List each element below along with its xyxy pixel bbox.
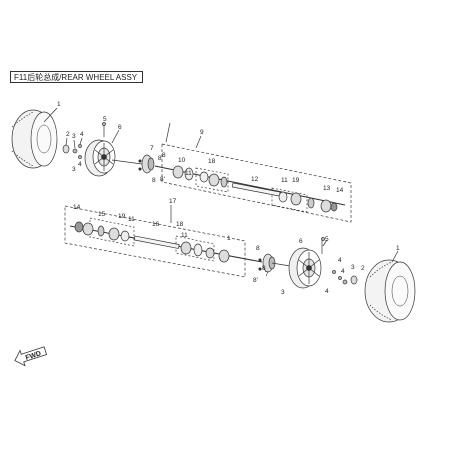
svg-text:10: 10 [178,157,186,164]
group-box-9 [161,143,352,223]
left-hub-nut-parts [62,144,82,159]
svg-text:16: 16 [152,221,160,228]
svg-text:3: 3 [351,264,355,271]
svg-text:4: 4 [80,131,84,138]
diagram-title: F11后轮总成/REAR WHEEL ASSY [10,71,143,83]
svg-text:5: 5 [103,116,107,123]
group-box-17 [64,205,246,278]
svg-text:19: 19 [118,213,126,220]
svg-text:8: 8 [262,265,266,272]
left-rim [84,139,116,177]
svg-text:14: 14 [336,187,344,194]
svg-text:11: 11 [181,232,188,239]
svg-text:11: 11 [128,216,135,223]
right-hub [258,253,291,273]
svg-text:4: 4 [341,268,345,275]
svg-text:8': 8' [160,176,165,183]
lower-drive-shaft [69,221,263,263]
svg-text:11: 11 [281,177,288,184]
svg-text:1: 1 [396,245,400,252]
callout-1: 1 [57,101,61,108]
svg-text:9: 9 [200,129,204,136]
right-tire [364,259,416,323]
svg-text:3: 3 [72,166,76,173]
right-hub-nut-parts [332,270,358,285]
svg-text:1: 1 [227,235,231,242]
svg-text:11: 11 [185,170,192,177]
svg-text:13: 13 [323,185,331,192]
svg-text:7: 7 [150,145,154,152]
upper-drive-shaft [154,165,346,213]
svg-text:7: 7 [265,271,269,278]
svg-text:8: 8 [152,177,156,184]
svg-text:5: 5 [325,236,329,243]
svg-text:14: 14 [73,204,81,211]
svg-text:18: 18 [208,158,216,165]
svg-text:8': 8' [253,277,258,284]
svg-text:8: 8 [256,245,260,252]
svg-text:4: 4 [338,257,342,264]
left-tire [11,109,58,169]
svg-text:15: 15 [98,211,106,218]
callout-labels: 1 2 3 4 4 3 5 6 7 8 8 8' 8 9 10 11 18 12… [57,101,400,296]
svg-text:19: 19 [292,177,300,184]
svg-text:2: 2 [361,265,365,272]
svg-text:18: 18 [176,221,184,228]
svg-text:8: 8 [162,152,166,159]
callout-2: 2 [66,131,70,138]
forward-direction-arrow: FWD [14,346,48,367]
svg-text:4: 4 [78,161,82,168]
svg-text:4: 4 [325,288,329,295]
svg-text:8: 8 [158,155,162,162]
fwd-label: FWD [25,350,42,362]
right-rim [288,247,322,289]
svg-text:6: 6 [299,238,303,245]
svg-text:3: 3 [72,133,76,140]
left-hub [111,154,155,174]
svg-text:12: 12 [251,176,259,183]
svg-text:17: 17 [169,198,177,205]
svg-text:3: 3 [281,289,285,296]
svg-text:6: 6 [118,124,122,131]
